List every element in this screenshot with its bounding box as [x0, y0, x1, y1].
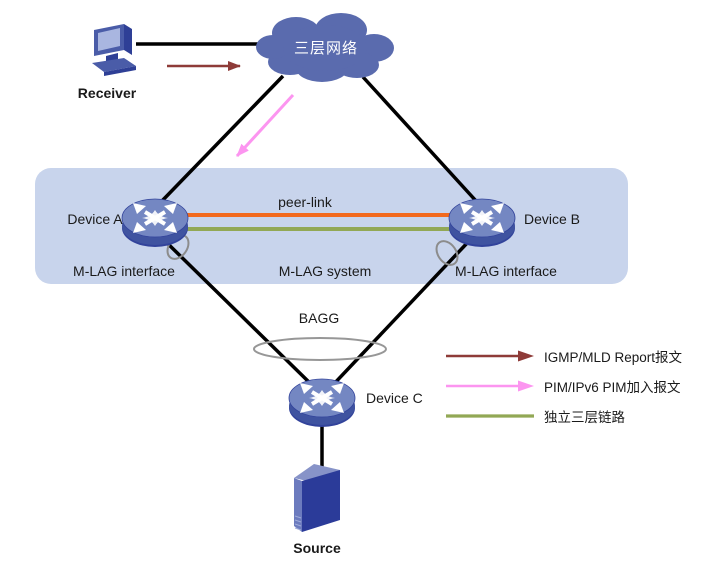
device-c-router-icon — [287, 377, 357, 429]
device-b-label: Device B — [524, 211, 581, 227]
receiver-label: Receiver — [77, 85, 137, 101]
mlag-interface-label-right: M-LAG interface — [455, 263, 557, 279]
link-cloud-device-a — [158, 74, 285, 205]
source-server-icon — [294, 464, 340, 532]
bagg-label: BAGG — [298, 310, 340, 326]
mlag-interface-label-left: M-LAG interface — [73, 263, 175, 279]
legend-label-independent-link: 独立三层链路 — [544, 410, 625, 425]
layer3-network-cloud-icon — [256, 13, 394, 82]
device-c-label: Device C — [366, 390, 423, 406]
pim-arrow-swatch — [446, 380, 534, 392]
mlag-system-label: M-LAG system — [278, 263, 372, 279]
receiver-pc-icon — [92, 24, 136, 76]
link-cloud-device-b — [361, 75, 479, 204]
pim-join-arrow — [235, 93, 295, 158]
device-b-router-icon — [447, 197, 517, 249]
mlag-interface-ellipse-b — [435, 240, 459, 266]
legend-item-independent-link: 独立三层链路 — [445, 401, 682, 431]
bagg-ellipse — [253, 337, 387, 361]
device-a-label: Device A — [67, 211, 123, 227]
link-device-a-device-c — [160, 236, 316, 389]
legend-label-igmp: IGMP/MLD Report报文 — [544, 350, 683, 365]
legend-label-pim: PIM/IPv6 PIM加入报文 — [544, 380, 681, 395]
igmp-arrow-swatch — [446, 350, 534, 362]
legend-item-igmp: IGMP/MLD Report报文 — [445, 341, 682, 371]
source-label: Source — [293, 540, 341, 556]
legend: IGMP/MLD Report报文 PIM/IPv6 PIM加入报文 独立三层链… — [445, 341, 682, 431]
peer-link-label: peer-link — [278, 194, 332, 210]
layer3-network-label: 三层网络 — [293, 40, 358, 57]
legend-item-pim: PIM/IPv6 PIM加入报文 — [445, 371, 682, 401]
independent-link-swatch — [446, 414, 534, 418]
